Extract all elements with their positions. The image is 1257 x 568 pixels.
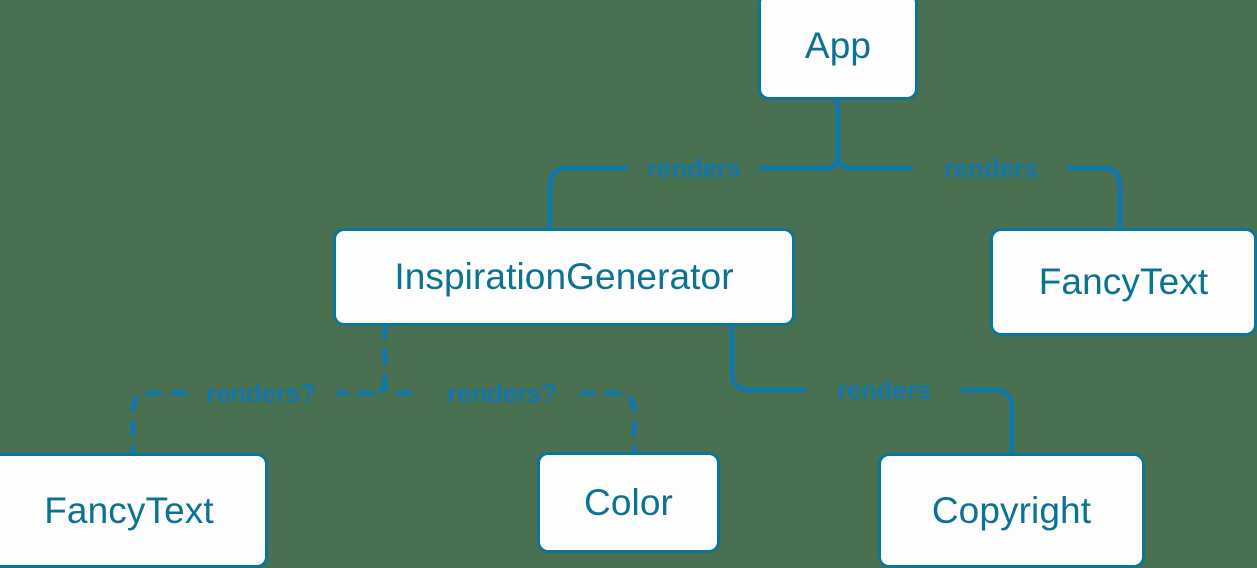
edge-app-stem-left xyxy=(822,152,841,171)
edge-label-inspiration-color: renders? xyxy=(447,378,557,408)
node-copyright[interactable]: Copyright xyxy=(878,453,1145,568)
edge-ig-dashed-stem-left xyxy=(369,377,388,396)
edge-ig-fancytext-dashed-left xyxy=(130,390,188,456)
edge-app-inspiration-rail-left xyxy=(547,165,629,231)
node-app[interactable]: App xyxy=(758,0,918,100)
edge-label-inspiration-fancytext: renders? xyxy=(206,378,316,408)
edge-app-fancytext-rail-right xyxy=(1066,165,1123,231)
edge-ig-color-dashed-right xyxy=(579,390,637,455)
node-fancytext-bottom[interactable]: FancyText xyxy=(0,453,268,568)
edge-label-inspiration-copyright: renders xyxy=(837,375,931,405)
edge-label-app-fancytext: renders xyxy=(944,153,1038,183)
node-fancytext-top[interactable]: FancyText xyxy=(990,228,1257,336)
edge-ig-copyright-left xyxy=(729,323,807,393)
edge-ig-copyright-right xyxy=(960,387,1015,456)
node-color[interactable]: Color xyxy=(537,452,720,553)
edge-label-app-inspiration: renders xyxy=(647,153,741,183)
node-inspiration-generator[interactable]: InspirationGenerator xyxy=(333,228,795,326)
